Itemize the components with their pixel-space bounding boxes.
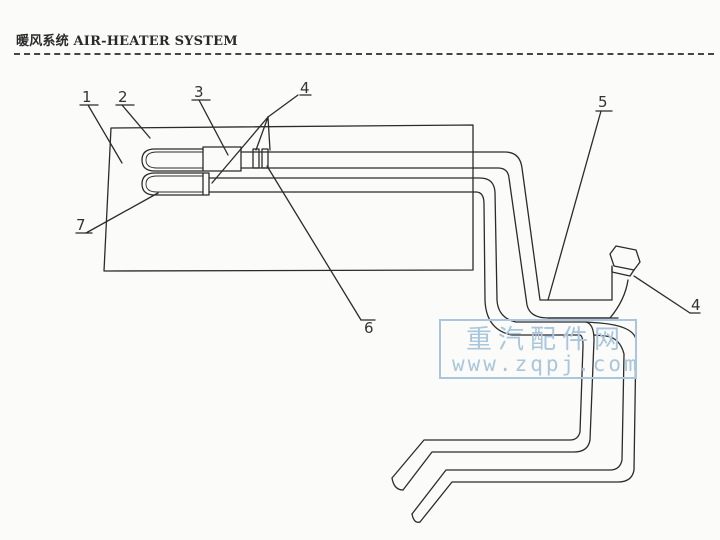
watermark-url: www.zqpj.com [452, 352, 640, 376]
hose-clamp-lower [202, 172, 210, 196]
callout-3: 3 [194, 83, 204, 101]
callout-6: 6 [364, 319, 374, 337]
callout-4-top: 4 [300, 79, 310, 97]
callout-4-right: 4 [691, 296, 701, 314]
callout-1: 1 [82, 88, 92, 106]
water-valve [202, 146, 242, 172]
watermark: 重汽配件网 www.zqpj.com [439, 319, 640, 379]
watermark-chinese: 重汽配件网 [466, 325, 626, 355]
watermark-frame [439, 319, 637, 379]
callout-5: 5 [598, 93, 608, 111]
page-title: 暖风系统 AIR-HEATER SYSTEM [16, 34, 238, 49]
heater-core-loop-lower [141, 172, 204, 196]
callout-2: 2 [118, 88, 128, 106]
hose-return [547, 279, 629, 319]
hose-end-fitting [609, 245, 641, 271]
hose-upper [240, 151, 613, 301]
header-divider [14, 53, 714, 55]
heater-panel [103, 124, 474, 272]
callout-7: 7 [76, 216, 86, 234]
heater-core-loop-upper [141, 148, 204, 172]
